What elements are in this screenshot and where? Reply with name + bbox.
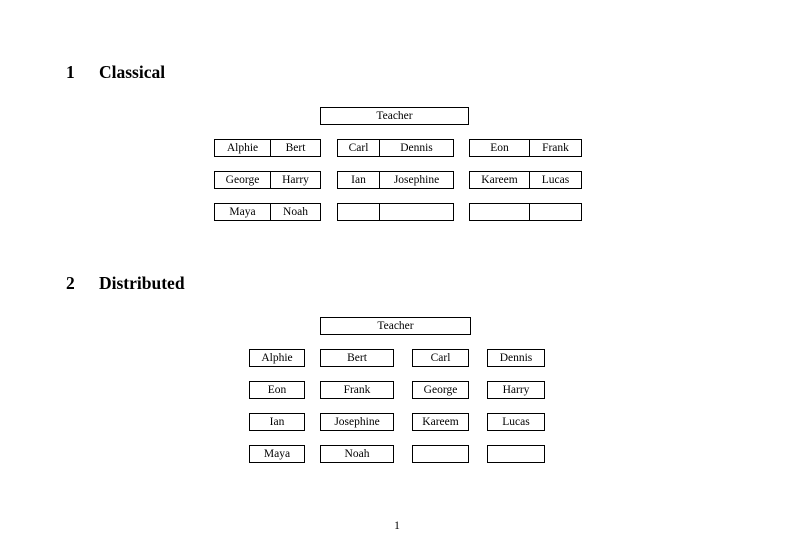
table-row: Harry <box>487 381 545 399</box>
node-cell: Dennis <box>379 139 454 157</box>
node-cell: Bert <box>320 349 394 367</box>
section-title: Distributed <box>99 273 185 293</box>
node-cell: Maya <box>249 445 305 463</box>
table-row: Alphie <box>249 349 305 367</box>
node-cell: Ian <box>337 171 380 189</box>
page-number: 1 <box>394 520 400 532</box>
table-row: Carl <box>412 349 469 367</box>
node-cell: Frank <box>320 381 394 399</box>
table-row <box>337 203 454 221</box>
section-heading-distributed: 2 Distributed <box>66 273 185 293</box>
table-row: Kareem <box>412 413 469 431</box>
node-cell: Eon <box>469 139 530 157</box>
table-row: Ian Josephine <box>337 171 454 189</box>
table-row: Frank <box>320 381 394 399</box>
node-cell: Kareem <box>412 413 469 431</box>
node-cell-empty <box>337 203 380 221</box>
node-cell: Josephine <box>379 171 454 189</box>
section-number: 2 <box>66 273 75 293</box>
node-cell: Harry <box>487 381 545 399</box>
node-cell: Carl <box>412 349 469 367</box>
table-row: Dennis <box>487 349 545 367</box>
node-cell: Bert <box>270 139 321 157</box>
table-row: Eon <box>249 381 305 399</box>
node-cell: Noah <box>270 203 321 221</box>
node-cell-empty <box>487 445 545 463</box>
node-cell-empty <box>412 445 469 463</box>
table-row: Josephine <box>320 413 394 431</box>
table-row <box>487 445 545 463</box>
table-row: George Harry <box>214 171 321 189</box>
table-row: Carl Dennis <box>337 139 454 157</box>
node-cell-empty <box>379 203 454 221</box>
node-cell: Kareem <box>469 171 530 189</box>
table-row: George <box>412 381 469 399</box>
node-cell: Noah <box>320 445 394 463</box>
section-title: Classical <box>99 62 166 82</box>
section-heading-classical: 1 Classical <box>66 62 166 82</box>
node-cell: Eon <box>249 381 305 399</box>
table-row: Noah <box>320 445 394 463</box>
table-row: Kareem Lucas <box>469 171 582 189</box>
node-cell: George <box>214 171 271 189</box>
table-row: Eon Frank <box>469 139 582 157</box>
node-cell: George <box>412 381 469 399</box>
table-row: Ian <box>249 413 305 431</box>
node-cell: Ian <box>249 413 305 431</box>
node-cell: Maya <box>214 203 271 221</box>
node-cell: Carl <box>337 139 380 157</box>
table-row: Maya <box>249 445 305 463</box>
table-row: Alphie Bert <box>214 139 321 157</box>
table-row: Lucas <box>487 413 545 431</box>
node-cell: Frank <box>529 139 582 157</box>
table-row: Bert <box>320 349 394 367</box>
table-row <box>469 203 582 221</box>
node-cell: Alphie <box>214 139 271 157</box>
node-cell: Lucas <box>487 413 545 431</box>
table-row <box>412 445 469 463</box>
node-cell: Josephine <box>320 413 394 431</box>
teacher-node-distributed: Teacher <box>320 317 471 335</box>
node-cell: Harry <box>270 171 321 189</box>
teacher-node-classical: Teacher <box>320 107 469 125</box>
node-cell-empty <box>469 203 530 221</box>
node-cell: Alphie <box>249 349 305 367</box>
node-cell: Dennis <box>487 349 545 367</box>
node-cell-empty <box>529 203 582 221</box>
section-number: 1 <box>66 62 75 82</box>
table-row: Maya Noah <box>214 203 321 221</box>
node-cell: Lucas <box>529 171 582 189</box>
